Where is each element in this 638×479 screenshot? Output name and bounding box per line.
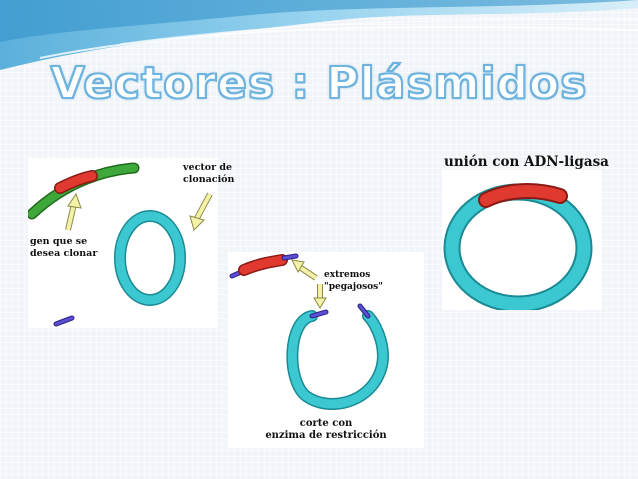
slide-title: Vectores : Plásmidos: [50, 57, 588, 110]
label-restriction-cut: corte con enzima de restricción: [265, 418, 387, 441]
label-gene: gen que se desea clonar: [30, 236, 98, 259]
panel-restriction-cut: extremos "pegajosos" corte con enzima de…: [228, 252, 424, 448]
sticky-arrow-down: [313, 284, 327, 309]
gene-arrow: [65, 192, 82, 231]
panel-ligase: [442, 170, 602, 313]
plasmid-ring: [114, 210, 186, 306]
vector-arrow: [189, 192, 213, 231]
recombinant-plasmid: [443, 183, 593, 313]
gene-with-sticky-ends: [229, 253, 299, 279]
header-swoosh: [0, 0, 638, 70]
panel2-diagram: [229, 253, 389, 410]
panel-cloning-vector: vector de clonación gen que se desea clo…: [26, 158, 234, 328]
cut-plasmid: [286, 303, 389, 410]
label-vector: vector de clonación: [183, 162, 235, 185]
label-ligase: unión con ADN-ligasa: [444, 154, 609, 170]
panel3-diagram: [443, 183, 593, 313]
sticky-arrow-up: [291, 259, 318, 281]
panel1-diagram: [26, 162, 213, 327]
sticky-fragment: [53, 315, 75, 327]
gene-insert: [54, 170, 98, 194]
label-sticky-ends: extremos "pegajosos": [324, 270, 383, 292]
